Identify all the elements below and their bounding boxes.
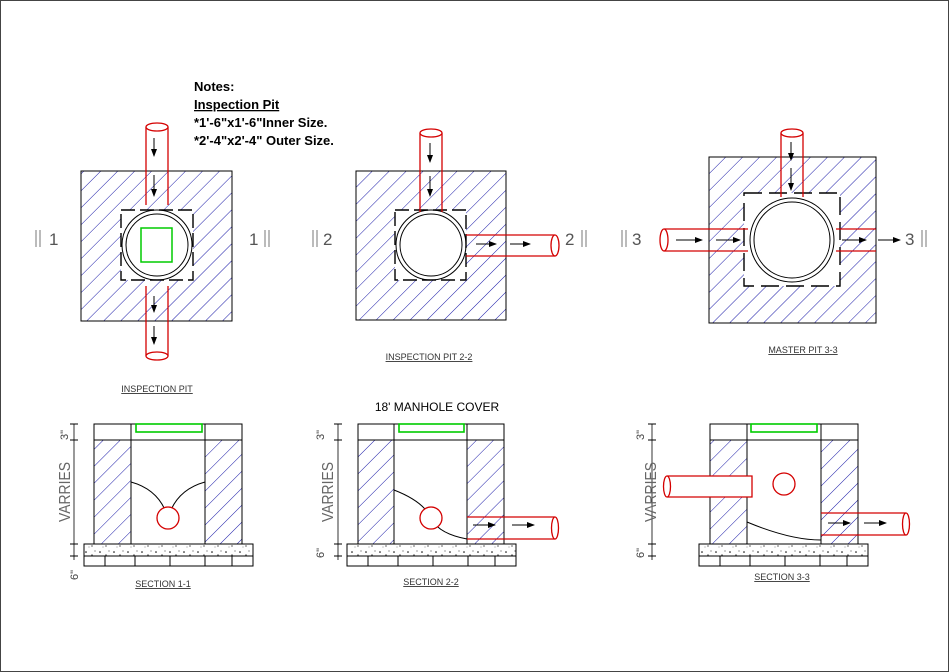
plan-2-pipe-in bbox=[419, 133, 443, 212]
plan-2-pipe-out bbox=[466, 234, 555, 257]
section-3-outlet-pipe bbox=[821, 512, 906, 536]
section-3-wall-right bbox=[820, 439, 859, 545]
section-1-dim-bottom: 6" bbox=[69, 570, 81, 580]
section-1-brick-base bbox=[83, 555, 254, 567]
notes-block: Notes: Inspection Pit *1'-6"x1'-6"Inner … bbox=[194, 79, 334, 148]
section-2-pcc-bed bbox=[346, 543, 517, 557]
plan-3-pipe-in-top bbox=[780, 133, 804, 197]
section-1-pipe bbox=[156, 506, 180, 530]
manhole-cover-label: 18' MANHOLE COVER bbox=[375, 400, 500, 414]
plan-1-grate bbox=[140, 227, 173, 263]
section-2-dim-bottom: 6" bbox=[315, 548, 327, 558]
section-2-cover bbox=[398, 423, 465, 433]
plan-2-caption: INSPECTION PIT 2-2 bbox=[386, 352, 473, 362]
plan-1-caption: INSPECTION PIT bbox=[121, 384, 193, 394]
section-1-dim-middle: VARRIES bbox=[57, 462, 74, 522]
plan-1-mark-left: 1 bbox=[49, 230, 58, 249]
plan-2-chamber bbox=[394, 209, 467, 281]
section-2-wall-left bbox=[357, 439, 395, 545]
plan-1-ring-inner bbox=[125, 213, 189, 277]
plan-3-pipe-out bbox=[836, 228, 876, 252]
section-3-pipe bbox=[772, 472, 796, 496]
section-2-dim-top: 3" bbox=[315, 430, 327, 440]
section-3-dim-top: 3" bbox=[635, 430, 647, 440]
section-1-dim-top: 3" bbox=[59, 430, 71, 440]
section-3-cover bbox=[750, 423, 818, 433]
section-3-3: 3" VARRIES 6" SECTION 3-3 bbox=[635, 423, 911, 582]
plan-1-pipe-in bbox=[145, 127, 169, 205]
notes-line-1: *1'-6"x1'-6"Inner Size. bbox=[194, 115, 327, 130]
plan-3-mark-right: 3 bbox=[905, 230, 914, 249]
section-1-cover bbox=[135, 423, 203, 433]
section-3-brick-base bbox=[698, 555, 869, 567]
section-3-caption: SECTION 3-3 bbox=[754, 572, 810, 582]
section-3-dim-bottom: 6" bbox=[635, 548, 647, 558]
plan-2-mark-left: 2 bbox=[323, 230, 332, 249]
section-2-caption: SECTION 2-2 bbox=[403, 577, 459, 587]
plan-3-mark-left: 3 bbox=[632, 230, 641, 249]
notes-subheading: Inspection Pit bbox=[194, 97, 280, 112]
notes-line-2: *2'-4"x2'-4" Outer Size. bbox=[194, 133, 334, 148]
section-2-dim-middle: VARRIES bbox=[320, 462, 337, 522]
plan-2-mark-right: 2 bbox=[565, 230, 574, 249]
section-3-dim-middle: VARRIES bbox=[643, 462, 660, 522]
plan-inspection-pit-2-2: 2 2 INSPECTION PIT 2-2 bbox=[312, 128, 587, 362]
section-2-2: 3" VARRIES 6" SECTION 2-2 bbox=[315, 423, 560, 587]
plan-1-mark-right: 1 bbox=[249, 230, 258, 249]
plan-1-ring-outer bbox=[121, 209, 193, 281]
plan-master-pit-3-3: 3 3 MASTER PIT 3-3 bbox=[621, 128, 927, 355]
section-2-brick-base bbox=[346, 555, 517, 567]
section-1-pcc-bed bbox=[83, 543, 254, 557]
section-3-pcc-bed bbox=[698, 543, 869, 557]
plan-3-chamber bbox=[743, 192, 841, 287]
section-3-inlet-pipe bbox=[667, 475, 753, 498]
section-2-pipe bbox=[419, 506, 443, 530]
section-2-outlet-pipe bbox=[467, 516, 555, 540]
plan-3-caption: MASTER PIT 3-3 bbox=[768, 345, 837, 355]
plan-inspection-pit: 1 1 INSPECTION PIT bbox=[35, 122, 270, 394]
section-1-caption: SECTION 1-1 bbox=[135, 579, 191, 589]
section-1-1: 3" VARRIES 6" SECTION 1-1 bbox=[57, 423, 254, 589]
section-2-wall-right bbox=[466, 439, 505, 545]
notes-heading: Notes: bbox=[194, 79, 234, 94]
section-1-wall-right bbox=[204, 439, 243, 545]
plan-3-pipe-in-left bbox=[664, 228, 748, 252]
section-1-wall-left bbox=[93, 439, 132, 545]
plan-1-pipe-out bbox=[145, 286, 169, 356]
